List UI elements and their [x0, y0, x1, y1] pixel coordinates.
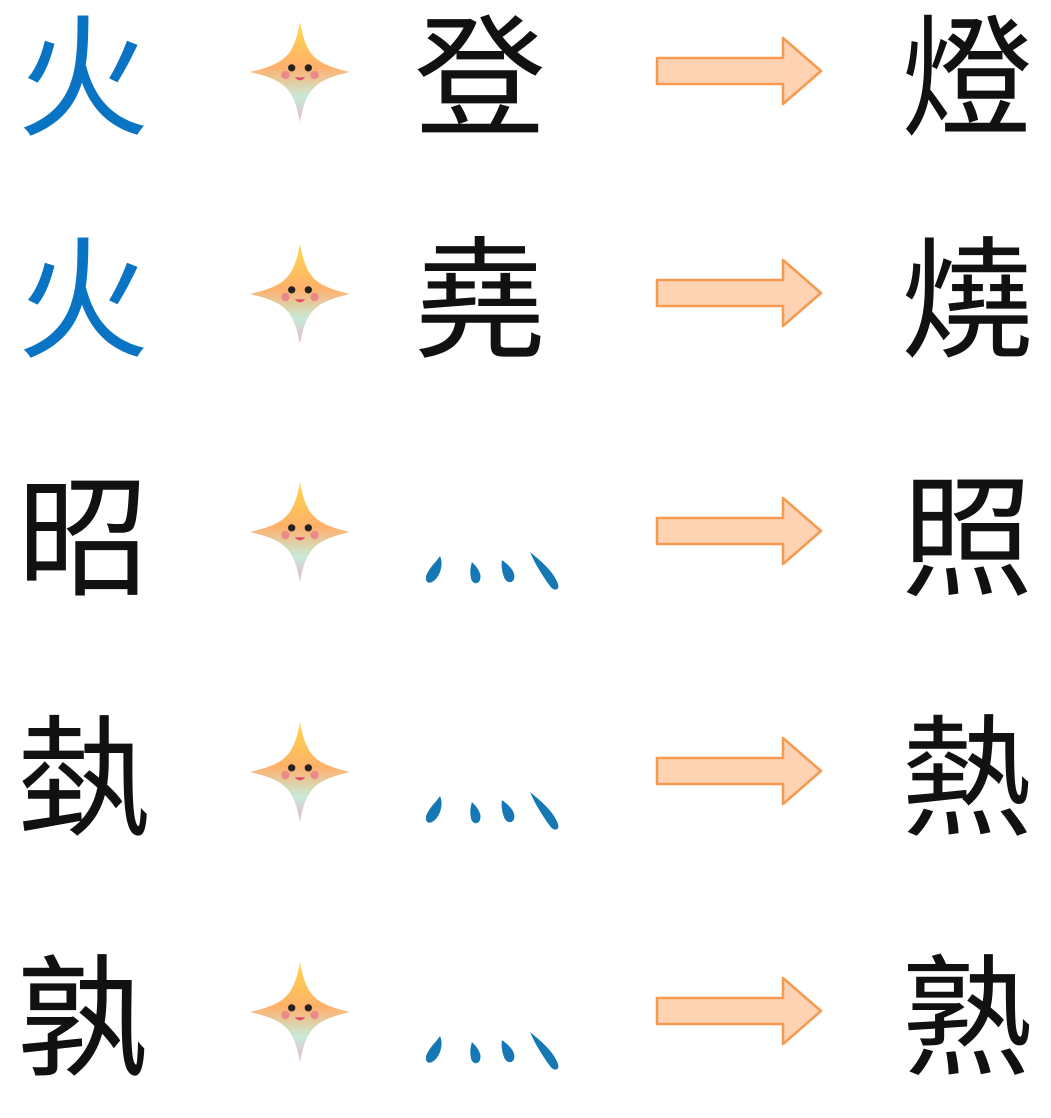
- star-shape: [250, 722, 350, 822]
- sparkle-star-face-icon: [250, 22, 350, 122]
- equation-row: 火 登 燈: [0, 0, 1051, 160]
- component-result: 照: [901, 463, 1033, 617]
- component-middle: 登: [414, 3, 546, 157]
- component-result: 熟: [901, 943, 1033, 1097]
- sparkle-star-face-icon: [250, 962, 350, 1062]
- star-shape: [250, 244, 350, 344]
- right-arrow-icon: [655, 496, 823, 566]
- right-arrow-icon: [655, 976, 823, 1046]
- star-shape: [250, 962, 350, 1062]
- sparkle-star-face-icon: [250, 482, 350, 582]
- equation-row: 火 堯 燒: [0, 222, 1051, 382]
- sparkle-star-face-icon: [250, 244, 350, 344]
- equation-row: 埶 灬 熱: [0, 700, 1051, 860]
- component-result: 燈: [901, 3, 1033, 157]
- star-shape: [250, 22, 350, 122]
- component-left: 孰: [17, 943, 149, 1097]
- right-arrow-icon: [655, 36, 823, 106]
- component-left: 昭: [17, 463, 149, 617]
- equation-row: 昭 灬 照: [0, 460, 1051, 620]
- fire-dots-radical-icon: [425, 552, 559, 590]
- fire-dots-radical-icon: [425, 792, 559, 830]
- equation-row: 孰 灬 熟: [0, 940, 1051, 1100]
- component-middle: 堯: [414, 225, 546, 379]
- component-result: 熱: [901, 703, 1033, 857]
- sparkle-star-face-icon: [250, 722, 350, 822]
- component-left: 埶: [17, 703, 149, 857]
- right-arrow-icon: [655, 258, 823, 328]
- right-arrow-icon: [655, 736, 823, 806]
- component-result: 燒: [901, 225, 1033, 379]
- component-left: 火: [17, 225, 149, 379]
- star-shape: [250, 482, 350, 582]
- fire-dots-radical-icon: [425, 1032, 559, 1070]
- component-left: 火: [17, 3, 149, 157]
